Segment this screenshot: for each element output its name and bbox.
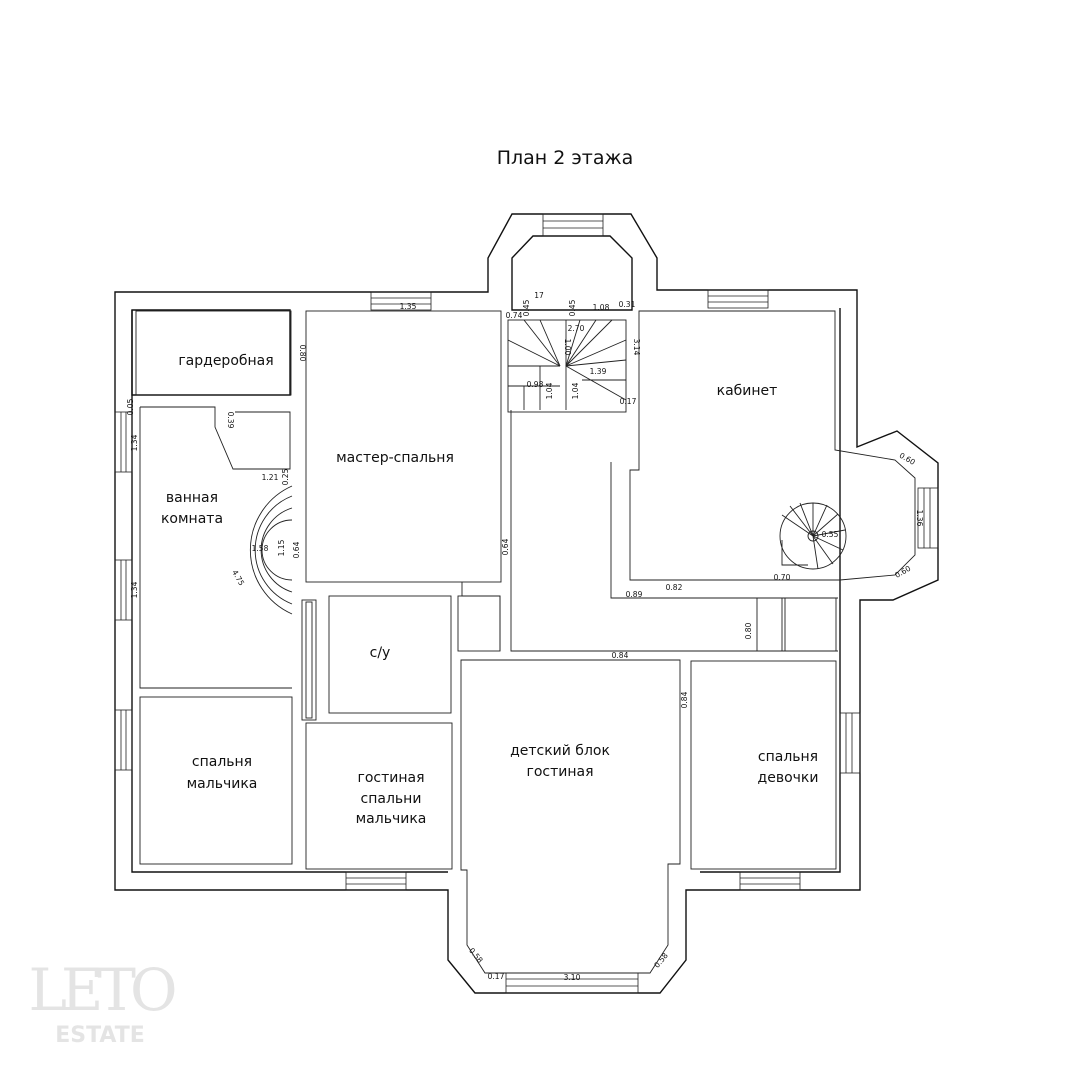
label-bathroom-line2: комната (161, 511, 223, 527)
kids-block-walls (460, 659, 681, 974)
label-wardrobe: гардеробная (178, 353, 273, 369)
corridor-walls (510, 410, 838, 652)
girl-bedroom-walls (690, 660, 837, 870)
dim-label: 1.34 (130, 434, 139, 451)
dim-label: 0.80 (744, 622, 753, 639)
label-kids-block-line1: детский блок (510, 743, 610, 759)
dim-label: 0.80 (298, 345, 307, 362)
label-girl-bedroom-line2: девочки (758, 770, 819, 786)
dim-label: 1.58 (252, 544, 269, 553)
dim-label: 1.08 (593, 303, 610, 312)
plan-title: План 2 этажа (497, 147, 634, 169)
label-kids-block-line2: гостиная (526, 764, 593, 780)
dim-label: 0.74 (506, 311, 523, 320)
dim-label: 0.45 (568, 299, 577, 316)
dim-label: 1.35 (400, 302, 417, 311)
dim-label: 1.21 (262, 473, 279, 482)
dim-label: 0.25 (281, 468, 290, 485)
boy-living-walls (305, 722, 453, 870)
dim-label: 0.84 (680, 691, 689, 708)
dim-label: 0.60 (893, 564, 912, 580)
label-bathroom-line1: ванная (166, 490, 218, 506)
dim-label: 1.04 (545, 382, 554, 399)
label-girl-bedroom-line1: спальня (758, 749, 818, 765)
dim-label: 0.58 (652, 951, 670, 970)
dim-label: 1.00 (563, 339, 572, 356)
label-master-bedroom: мастер-спальня (336, 450, 454, 466)
dim-label: 0.05 (126, 398, 135, 415)
watermark-logo: LETO ESTATE (28, 956, 181, 1048)
windows (114, 213, 939, 994)
main-staircase (507, 319, 627, 413)
dim-label: 0.64 (292, 541, 301, 558)
room-labels: гардеробная мастер-спальня кабинет ванна… (161, 353, 819, 827)
wardrobe-walls (135, 310, 292, 396)
boy-bedroom-walls (139, 696, 293, 865)
outer-walls (114, 213, 939, 994)
office-walls (629, 310, 916, 581)
dim-label: 1.36 (915, 510, 924, 527)
dim-label: 0.39 (226, 412, 235, 429)
dim-label: 0.98 (527, 380, 544, 389)
dim-label: 1.15 (277, 539, 286, 556)
dim-label: 3.14 (632, 339, 641, 356)
dim-label: 0.82 (666, 583, 683, 592)
dim-label: 0.70 (774, 573, 791, 582)
dim-label: 0.58 (467, 946, 485, 965)
dim-label: 1.04 (571, 382, 580, 399)
shower-arcs (249, 485, 293, 615)
dim-label: 3.10 (564, 973, 581, 982)
watermark-sub-text: ESTATE (55, 1023, 145, 1048)
dim-label: 17 (534, 291, 544, 300)
dim-label: 0.31 (619, 300, 636, 309)
label-boy-bedroom-line2: мальчика (187, 776, 258, 792)
dim-label: 0.55 (822, 530, 839, 539)
label-boy-living-line1: гостиная (357, 770, 424, 786)
watermark-logo-text: LETO (28, 956, 175, 1024)
dim-label: 1.34 (130, 581, 139, 598)
master-bedroom-walls (305, 310, 502, 583)
label-office: кабинет (717, 383, 778, 399)
bathroom-walls (140, 406, 291, 470)
dim-label: 0.84 (612, 651, 629, 660)
dim-label: 1.39 (590, 367, 607, 376)
dim-label: 0.17 (488, 972, 505, 981)
room-walls (135, 310, 916, 974)
label-boy-living-line2: спальни (361, 791, 422, 807)
label-boy-living-line3: мальчика (356, 811, 427, 827)
label-wc: с/у (370, 645, 391, 661)
dim-label: 4.75 (230, 568, 246, 587)
label-boy-bedroom-line1: спальня (192, 754, 252, 770)
dim-label: 0.64 (501, 538, 510, 555)
dim-label: 0.89 (626, 590, 643, 599)
spiral-staircase (779, 502, 847, 570)
dim-label: 0.17 (620, 397, 637, 406)
dim-label: 2.70 (568, 324, 585, 333)
wc-walls (328, 595, 452, 714)
dim-label: 0.45 (522, 299, 531, 316)
